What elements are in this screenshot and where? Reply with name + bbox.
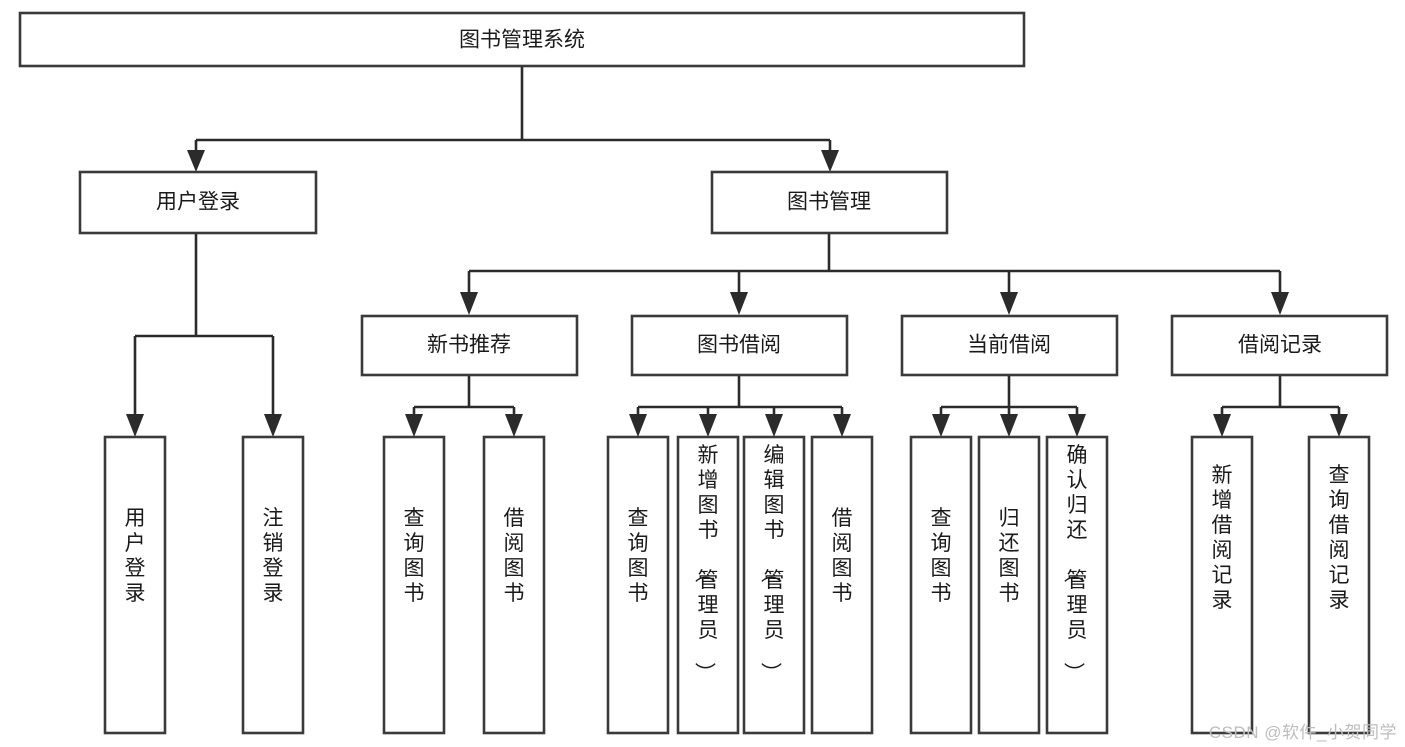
leaf-label-12: 新增借阅记录 [1212,464,1233,612]
node-new-book-recommendation[interactable]: 新书推荐 [360,314,579,377]
leaf-node[interactable]: 新增图书（管理员） [676,435,740,735]
leaf-node[interactable]: 确认归还（管理员） [1045,435,1109,735]
node-current-borrow-label: 当前借阅 [967,334,1051,357]
connector-group-borrowrecord-children [1213,375,1348,437]
leaf-node[interactable]: 注销登录 [241,435,305,735]
arrow-icon-leaf-8 [833,414,851,437]
leaf-node[interactable]: 借阅图书 [810,435,874,735]
node-borrow-record-label: 借阅记录 [1238,334,1322,357]
leaf-box-2[interactable] [241,435,305,735]
node-user-login-box[interactable] [78,170,318,235]
leaf-node[interactable]: 查询图书 [382,435,446,735]
leaf-box-7[interactable] [742,435,806,735]
leaf-box-9[interactable] [909,435,973,735]
arrow-icon-leaf-2 [264,414,282,437]
node-current-borrow-box[interactable] [900,314,1119,377]
node-book-borrow[interactable]: 图书借阅 [630,314,849,377]
leaf-node[interactable]: 借阅图书 [482,435,546,735]
leaf-label-1: 用户登录 [125,507,146,605]
arrow-icon-leaf-1 [126,414,144,437]
arrow-icon-leaf-7 [765,414,783,437]
node-book-management-label: 图书管理 [787,191,871,214]
node-new-book-recommendation-label: 新书推荐 [427,334,511,357]
node-book-borrow-box[interactable] [630,314,849,377]
leaf-box-6[interactable] [676,435,740,735]
node-book-borrow-label: 图书借阅 [697,334,781,357]
leaf-box-1[interactable] [103,435,167,735]
node-current-borrow[interactable]: 当前借阅 [900,314,1119,377]
node-user-login[interactable]: 用户登录 [78,170,318,235]
node-book-management-box[interactable] [710,170,949,235]
leaf-label-13: 查询借阅记录 [1329,464,1350,612]
connector-group-userlogin-children [126,233,282,437]
leaf-box-13[interactable] [1307,435,1371,735]
leaf-node[interactable]: 新增借阅记录 [1190,435,1254,735]
arrow-icon-leaf-4 [505,414,523,437]
node-user-login-label: 用户登录 [156,191,240,214]
leaf-node[interactable]: 归还图书 [977,435,1041,735]
connector-group-bookmgmt-children [460,233,1289,315]
node-root-box[interactable] [18,11,1026,68]
connector-group-newbook-children [405,375,523,437]
connector-group-bookborrow-children [629,375,851,437]
arrow-icon-leaf-6 [699,414,717,437]
arrow-icon-root-1 [187,150,205,172]
arrow-icon-leaf-10 [1000,414,1018,437]
node-borrow-record[interactable]: 借阅记录 [1170,314,1389,377]
leaf-node[interactable]: 查询图书 [606,435,670,735]
leaf-node[interactable]: 用户登录 [103,435,167,735]
leaf-node[interactable]: 编辑图书（管理员） [742,435,806,735]
arrow-icon-leaf-11 [1068,414,1086,437]
leaf-box-4[interactable] [482,435,546,735]
leaf-label-5: 查询图书 [628,507,649,605]
leaf-box-10[interactable] [977,435,1041,735]
leaf-label-4: 借阅图书 [504,507,525,605]
connector-group-root-to-level2 [187,66,839,172]
arrow-icon-leaf-3 [405,414,423,437]
leaf-box-11[interactable] [1045,435,1109,735]
arrow-icon-lvl3-3 [1000,292,1018,315]
arrow-icon-lvl3-4 [1271,292,1289,315]
arrow-icon-leaf-13 [1330,414,1348,437]
leaf-label-10: 归还图书 [999,507,1020,605]
leaf-box-12[interactable] [1190,435,1254,735]
leaf-node[interactable]: 查询图书 [909,435,973,735]
leaf-label-3: 查询图书 [404,507,425,605]
arrow-icon-leaf-9 [932,414,950,437]
connector-group-currentborrow-children [932,375,1086,437]
leaf-label-2: 注销登录 [263,507,284,605]
node-root-label: 图书管理系统 [459,29,585,52]
arrow-icon-lvl3-1 [460,292,478,315]
leaf-label-11: 确认归还（管理员） [1062,444,1088,683]
node-borrow-record-box[interactable] [1170,314,1389,377]
arrow-icon-leaf-5 [629,414,647,437]
leaf-label-7: 编辑图书（管理员） [759,444,785,683]
leaf-box-8[interactable] [810,435,874,735]
leaf-label-9: 查询图书 [931,507,952,605]
leaf-box-5[interactable] [606,435,670,735]
node-book-management[interactable]: 图书管理 [710,170,949,235]
leaf-node[interactable]: 查询借阅记录 [1307,435,1371,735]
leaf-box-3[interactable] [382,435,446,735]
leaf-label-8: 借阅图书 [832,507,853,605]
node-new-book-recommendation-box[interactable] [360,314,579,377]
arrow-icon-root-2 [821,150,839,172]
node-root-book-management-system[interactable]: 图书管理系统 [18,11,1026,68]
leaf-label-6: 新增图书（管理员） [693,444,719,683]
arrow-icon-leaf-12 [1213,414,1231,437]
arrow-icon-lvl3-2 [730,292,748,315]
